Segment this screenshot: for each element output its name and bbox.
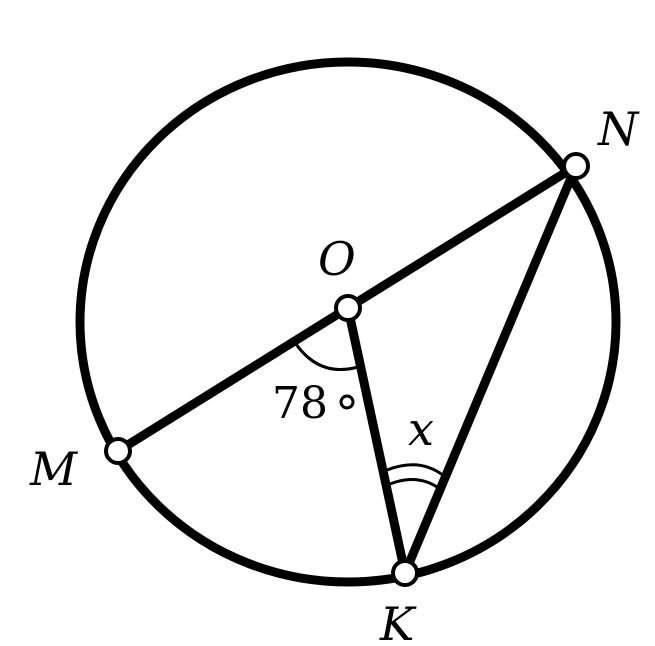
point-m <box>104 437 132 465</box>
angle-arc-inscribed-inner <box>389 478 441 491</box>
chord-nk <box>400 161 581 578</box>
point-o <box>334 294 362 322</box>
angle-arc-central <box>292 340 359 372</box>
label-k: K <box>379 597 417 646</box>
point-k <box>391 559 419 587</box>
label-m: M <box>29 442 79 496</box>
label-n: N <box>597 102 640 156</box>
point-n <box>562 152 590 180</box>
radius-ok <box>343 303 410 578</box>
label-o: O <box>318 232 356 286</box>
angle-arc-inscribed-outer <box>386 463 445 478</box>
degree-symbol <box>339 394 355 410</box>
angle-label-central: 78 <box>272 378 328 429</box>
circle <box>75 57 621 587</box>
angle-label-inscribed: x <box>408 402 434 456</box>
